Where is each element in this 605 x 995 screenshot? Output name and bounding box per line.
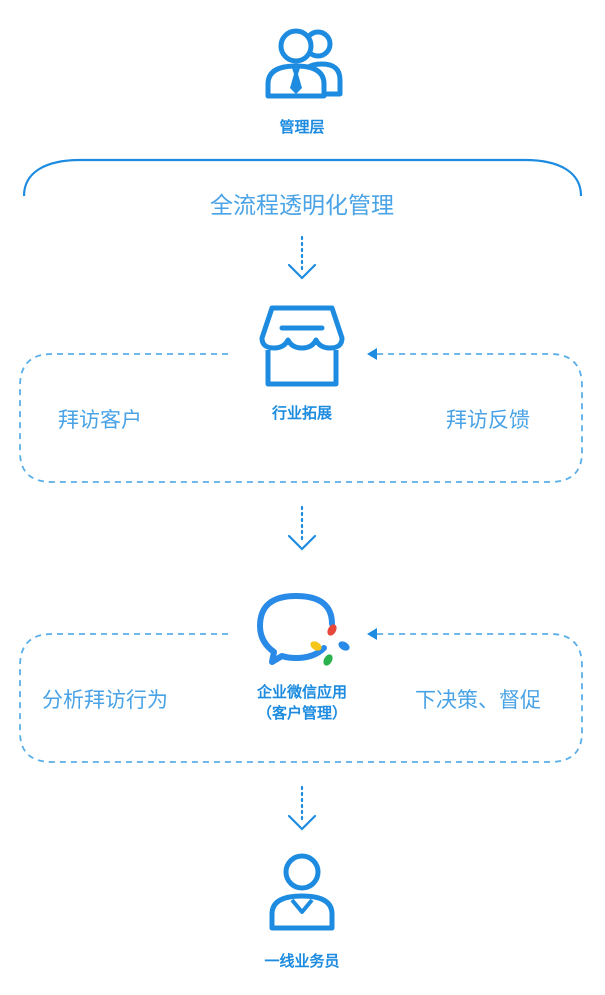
loop2-right-label: 下决策、督促 (415, 688, 541, 712)
industry-node-label: 行业拓展 (271, 404, 332, 422)
chat-bubble-logo-icon (257, 593, 350, 666)
bottom-node-label: 一线业务员 (264, 952, 340, 970)
wecom-label-line1: 企业微信应用 (256, 683, 347, 701)
storefront-icon (259, 305, 345, 387)
loop1-right-label: 拜访反馈 (446, 408, 530, 432)
loop1-arrowhead (367, 348, 377, 360)
management-users-icon (265, 28, 343, 99)
wecom-node-label: 企业微信应用 （客户管理） (222, 682, 382, 724)
banner-text: 全流程透明化管理 (210, 193, 394, 219)
down-arrow-2 (287, 505, 317, 551)
loop1-left-label: 拜访客户 (58, 408, 142, 432)
salesperson-icon (269, 853, 335, 931)
loop2-left-label: 分析拜访行为 (42, 688, 168, 712)
down-arrow-3 (287, 785, 317, 831)
loop1-left-path (19, 353, 302, 483)
loop2-arrowhead (367, 628, 377, 640)
banner-arc (22, 158, 583, 197)
top-node-label: 管理层 (279, 118, 325, 136)
loop1-right-path (302, 353, 583, 483)
loop2-left-path (19, 633, 302, 763)
down-arrow-1 (287, 235, 317, 280)
loop2-right-path (302, 633, 583, 763)
wecom-label-line2: （客户管理） (256, 704, 347, 722)
